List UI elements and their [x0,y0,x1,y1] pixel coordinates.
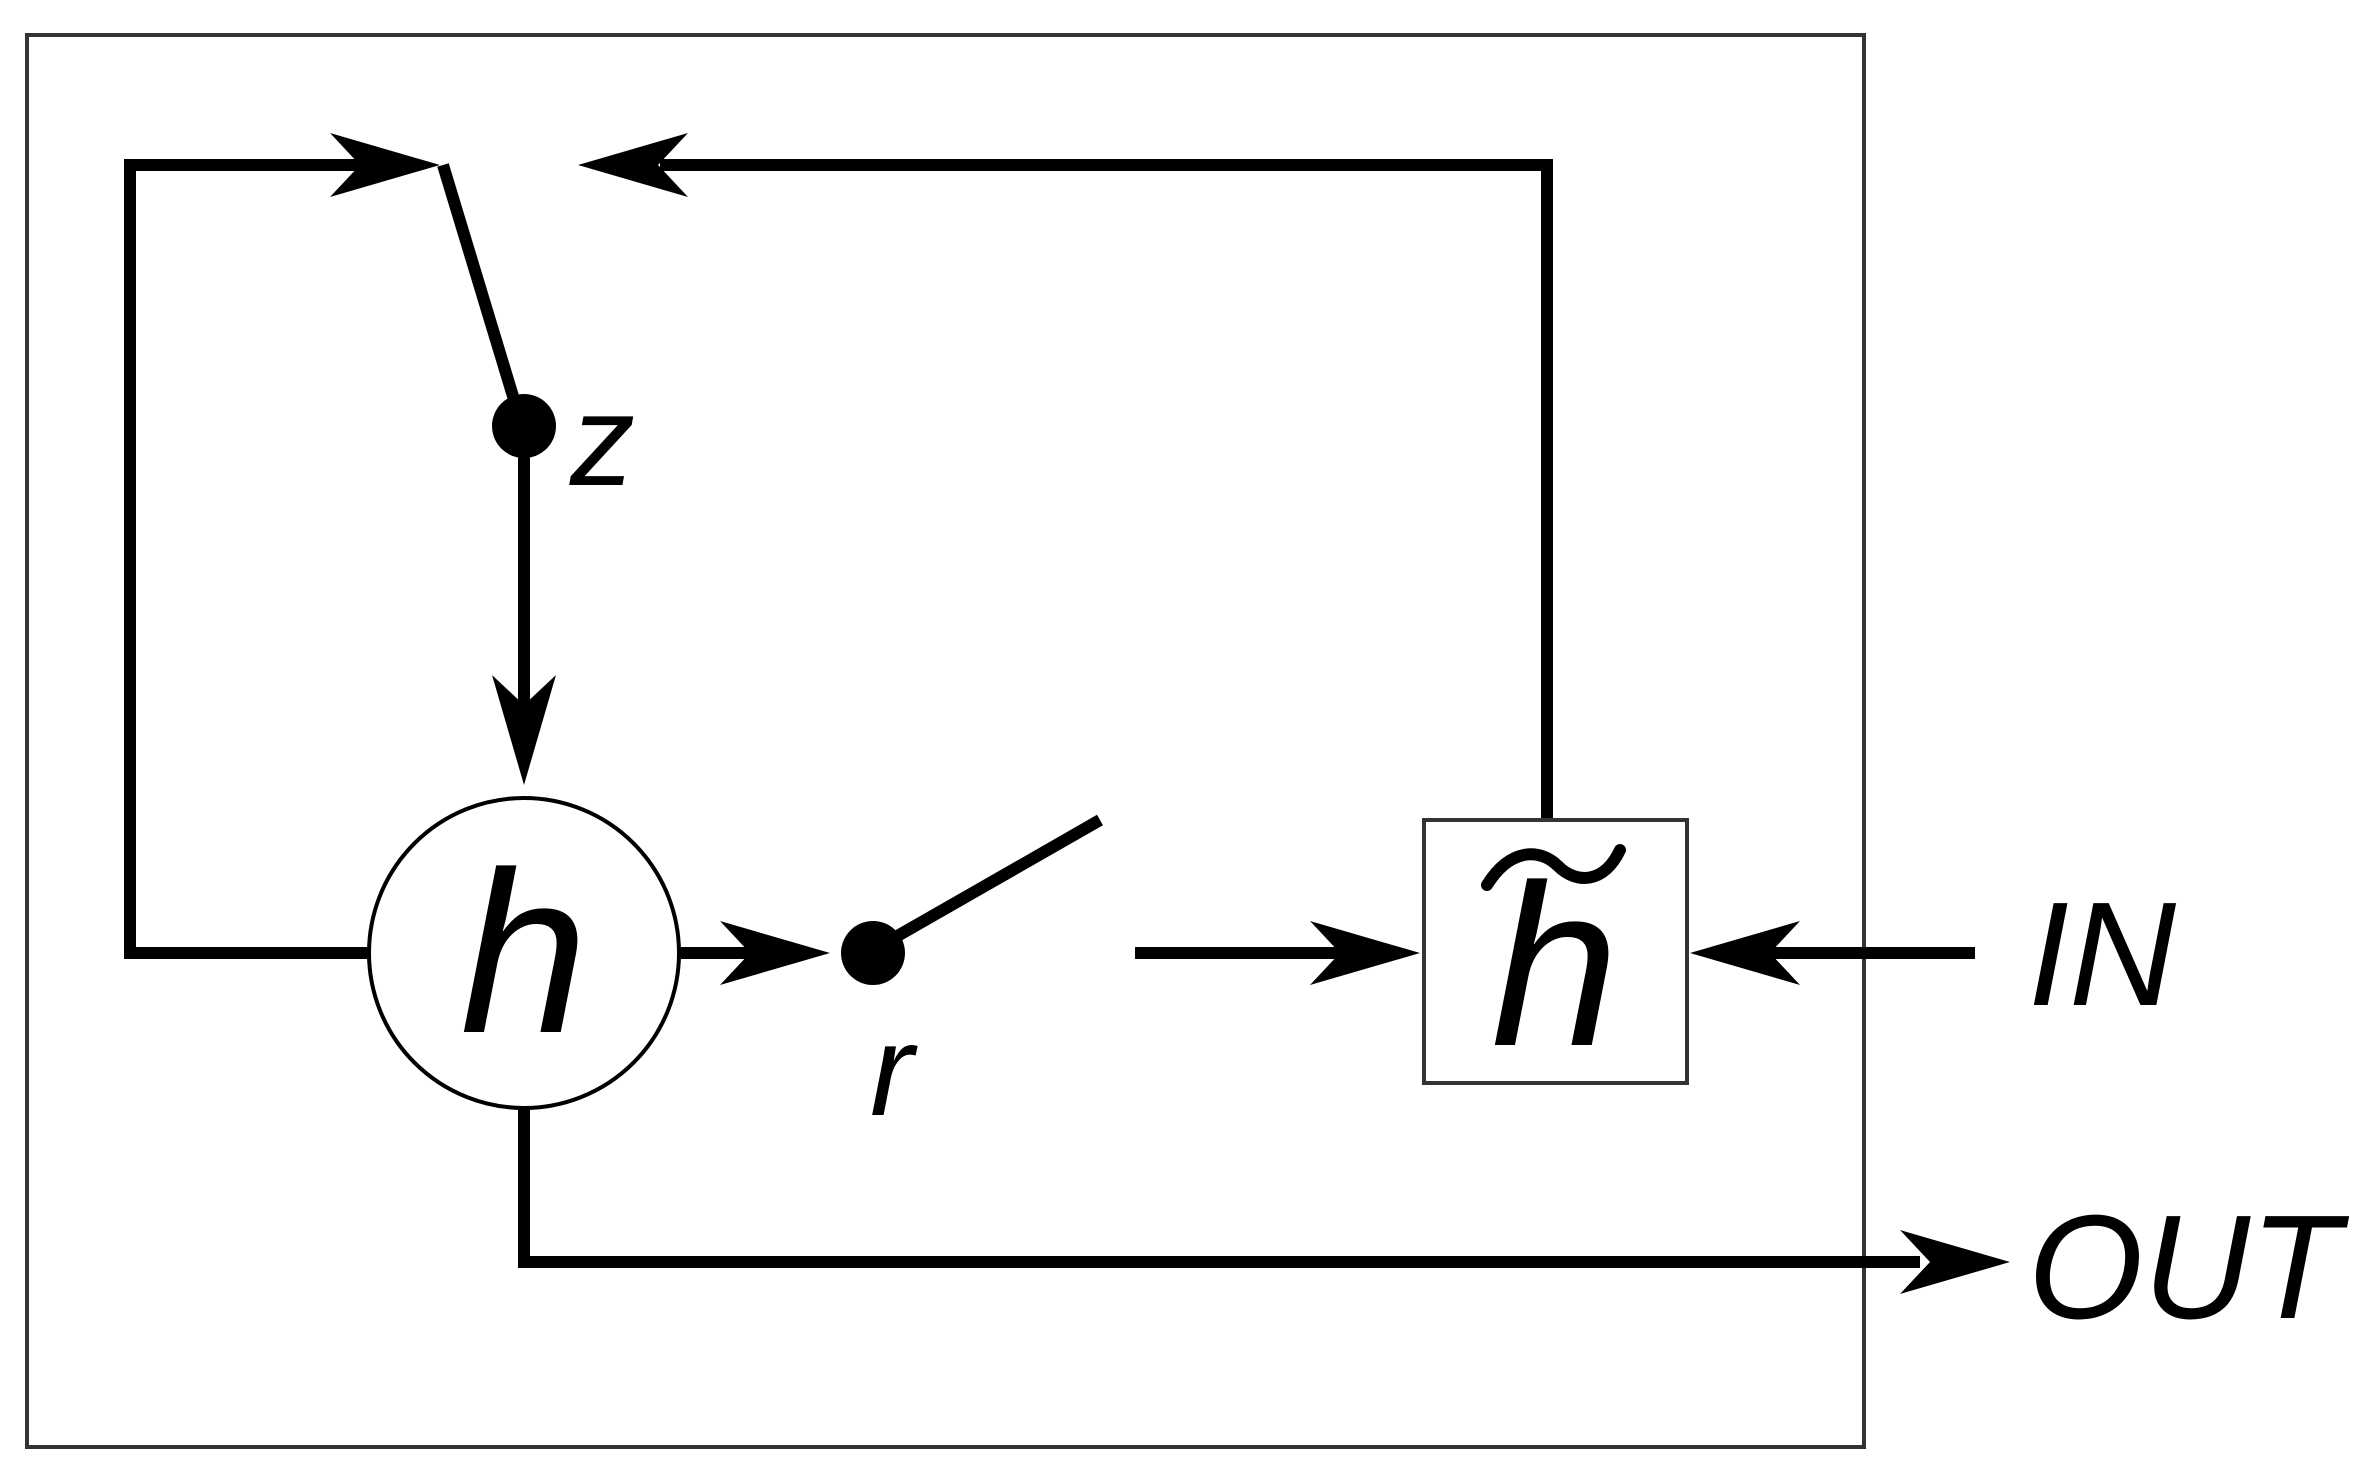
outer-frame [25,33,1866,1449]
output-label: OUT [2028,1185,2350,1350]
update-gate-label: z [569,367,635,513]
arrowhead-right-htilde [1310,921,1420,985]
gate-r-dot [841,921,905,985]
input-label: IN [2028,872,2176,1037]
arrowhead-left-z [578,133,688,197]
reset-gate-label: r [870,997,918,1143]
wire-h-to-out [518,1105,1920,1268]
loop-right-wire [660,159,1553,820]
gate-z-dot [492,394,556,458]
switch-z-blade [437,163,528,428]
hidden-state-label: h [460,824,588,1081]
arrowhead-right-out [1900,1230,2010,1294]
arrowhead-right-r [720,921,830,985]
arrowhead-down-h [492,675,556,785]
arrowhead-right-z [330,133,440,197]
loop-left-wire [124,159,410,959]
arrowheads [330,133,2010,1294]
wires [124,159,1975,1268]
arrowhead-left-htilde [1690,921,1800,985]
switch-r-blade [870,814,1103,956]
tilde-mark [1481,844,1626,891]
hidden-state-node [367,796,681,1110]
